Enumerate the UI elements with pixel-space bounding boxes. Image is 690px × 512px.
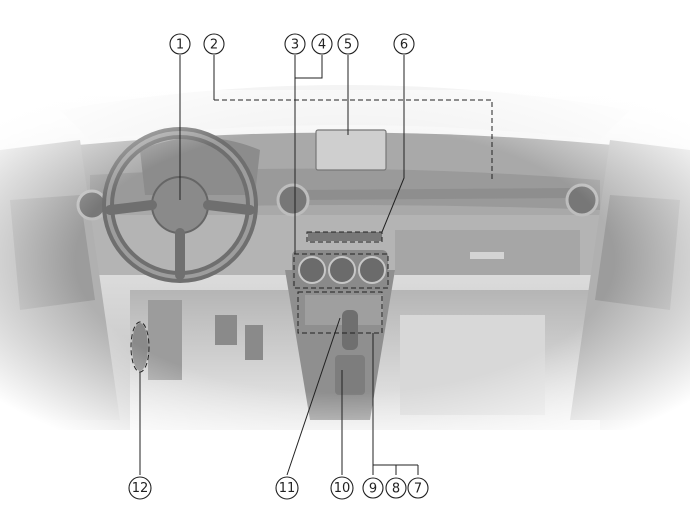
callout-11-label: 11 [279, 481, 296, 496]
callout-2-label: 2 [210, 38, 218, 53]
callout-12-label: 12 [132, 481, 149, 496]
dashed-outlines [130, 99, 493, 373]
callout-6: 6 [393, 33, 415, 55]
callout-4: 4 [311, 33, 333, 55]
callout-3: 3 [284, 33, 306, 55]
climate-controls-outline [293, 253, 389, 289]
console-controls-outline [297, 291, 383, 334]
callout-1-label: 1 [176, 38, 184, 53]
switch-strip-outline [306, 231, 383, 243]
cabin-illustration [0, 85, 690, 430]
callout-10: 10 [330, 476, 354, 500]
callout-8: 8 [385, 477, 407, 499]
callout-5-label: 5 [344, 38, 352, 53]
callout-10-label: 10 [334, 481, 351, 496]
callout-9: 9 [362, 477, 384, 499]
callout-2: 2 [203, 33, 225, 55]
callout-1: 1 [169, 33, 191, 55]
callout-5: 5 [337, 33, 359, 55]
callout-3-label: 3 [291, 38, 299, 53]
callout-7-label: 7 [414, 482, 422, 497]
callout-4-label: 4 [318, 38, 326, 53]
callout-6-label: 6 [400, 38, 408, 53]
callout-11: 11 [275, 476, 299, 500]
callout-9-label: 9 [369, 482, 377, 497]
callout-12: 12 [128, 476, 152, 500]
callout-7: 7 [407, 477, 429, 499]
callout-8-label: 8 [392, 482, 400, 497]
leader-lines [139, 55, 419, 476]
